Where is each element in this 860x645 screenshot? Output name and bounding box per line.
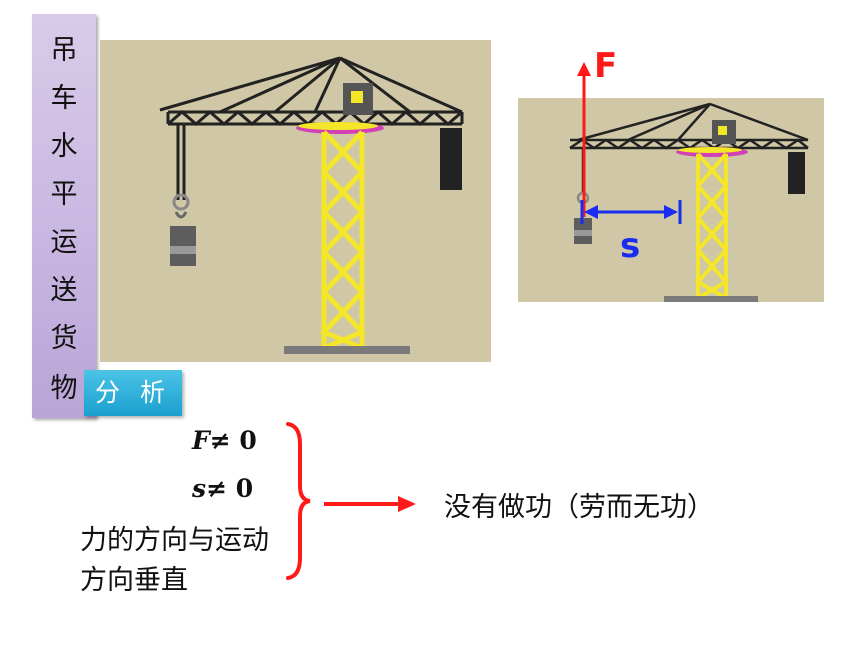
condition-displacement-nonzero: s≠ 0 <box>192 474 253 503</box>
result-arrow <box>324 496 416 512</box>
force-symbol: F <box>192 426 210 455</box>
force-inequality: ≠ 0 <box>209 426 257 455</box>
condition-perpendicular: 力的方向与运动方向垂直 <box>80 525 269 596</box>
title-char: 货 <box>50 323 78 354</box>
title-char: 车 <box>50 83 78 114</box>
title-char: 吊 <box>50 35 78 66</box>
crane-illustration-right <box>518 62 824 302</box>
crane-illustration-left <box>100 40 491 362</box>
displacement-label: s <box>620 226 641 266</box>
curly-brace <box>286 422 311 580</box>
result-text: 没有做功（劳而无功） <box>444 492 714 523</box>
title-char: 送 <box>50 275 78 306</box>
analysis-badge: 分 析 <box>84 370 182 416</box>
title-char: 平 <box>50 179 78 210</box>
displacement-symbol: s <box>192 474 207 503</box>
title-char: 运 <box>50 227 78 258</box>
displacement-inequality: ≠ 0 <box>206 474 254 503</box>
force-label: F <box>594 46 618 86</box>
title-char: 水 <box>50 131 78 162</box>
title-banner: 吊 车 水 平 运 送 货 物 <box>32 14 96 418</box>
condition-force-nonzero: F≠ 0 <box>192 426 257 455</box>
title-char: 物 <box>50 373 78 404</box>
